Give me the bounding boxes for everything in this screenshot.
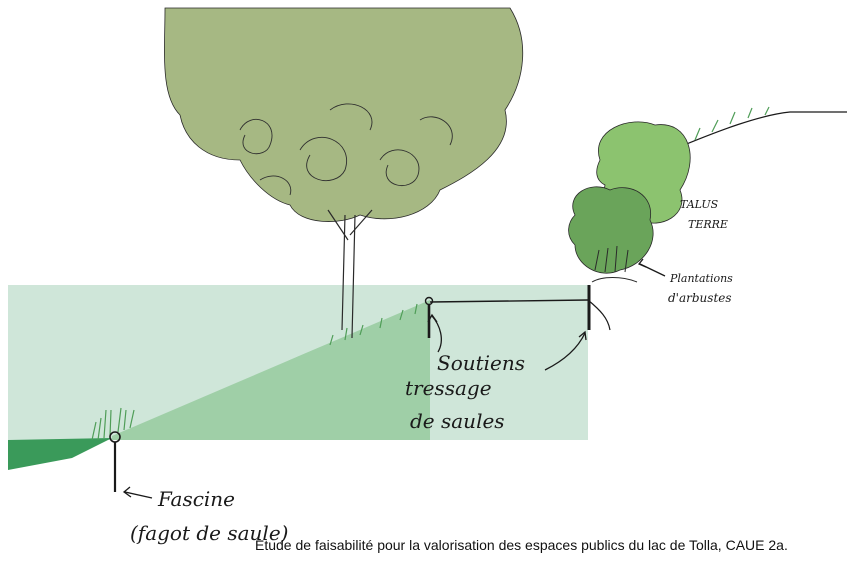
- plantations-label-2: d'arbustes: [668, 291, 732, 305]
- talus-label-1: TALUS: [680, 198, 719, 211]
- ground-line: [429, 299, 589, 303]
- right-bank-slope: [587, 299, 611, 331]
- soutiens-label-2: tressage: [405, 376, 492, 400]
- tree-trunk: [327, 209, 373, 339]
- soutiens-label-3: de saules: [410, 409, 505, 433]
- soutiens-label-1: Soutiens: [437, 351, 525, 375]
- shrubs: [568, 121, 691, 283]
- slope-ground-lower: [112, 300, 430, 438]
- tree-canopy: [164, 7, 524, 222]
- plantations-label-1: Plantations: [669, 272, 733, 285]
- annotation-arrows: [122, 258, 666, 499]
- upper-terrain-line: [671, 111, 847, 151]
- lake-edge: [8, 438, 112, 470]
- fascine-label-2: (fagot de saule): [130, 521, 288, 545]
- figure-caption: Etude de faisabilité pour la valorisatio…: [255, 537, 788, 553]
- talus-label-2: TERRE: [688, 218, 728, 231]
- canopy-scribbles: [239, 103, 453, 196]
- fascine-post: [109, 431, 121, 492]
- shrub-bottom: [568, 186, 654, 274]
- slope-ground: [112, 305, 430, 440]
- fascine-label-1: Fascine: [157, 487, 235, 511]
